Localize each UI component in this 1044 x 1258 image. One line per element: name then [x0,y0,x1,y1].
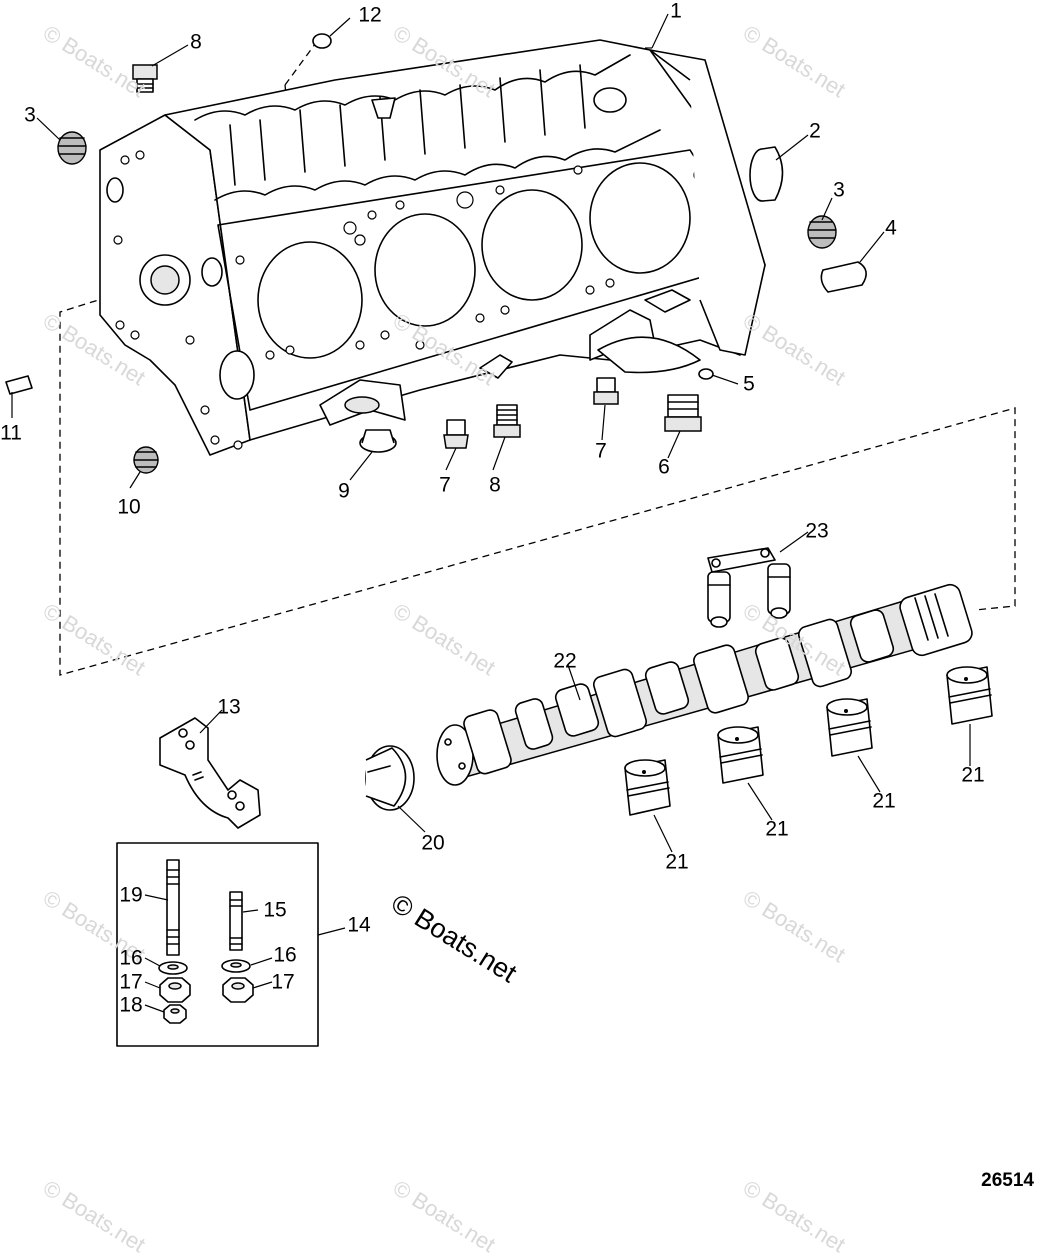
pin-icon [5,375,33,395]
dowel-pin-icon [820,261,867,293]
engine-block-icon [99,39,766,456]
callout-15: 15 [263,898,287,922]
callout-7-left: 7 [439,473,451,497]
callout-21-a: 21 [665,850,689,874]
stud-icon [166,859,180,956]
camshaft-icon [436,583,973,786]
cam-bearing-icon [365,745,415,811]
callout-8-top: 8 [190,30,202,54]
callout-11: 11 [0,421,22,445]
diagram-drawing [5,13,1016,1047]
washer-icon [158,959,251,975]
callout-21-b: 21 [765,817,789,841]
callout-23: 23 [805,519,829,543]
callout-17-right: 17 [271,970,295,994]
callout-4: 4 [885,216,897,240]
pipe-plug-icon [807,215,837,249]
callout-9: 9 [338,479,350,503]
callout-18: 18 [119,993,143,1017]
callout-10: 10 [117,495,141,519]
callout-1: 1 [670,0,682,23]
callout-12: 12 [358,3,382,27]
callout-3-left: 3 [24,103,36,127]
assembly-boundary [59,296,1016,676]
callout-17-left: 17 [119,970,143,994]
kit-box [116,842,319,1047]
callout-16-left: 16 [119,946,143,970]
callout-22: 22 [553,649,577,673]
callout-21-c: 21 [872,789,896,813]
callout-20: 20 [421,831,445,855]
callout-14: 14 [347,913,371,937]
lifter-guide-icon [707,547,791,628]
callout-8-bottom: 8 [489,473,501,497]
figure-number: 26514 [981,1170,1034,1191]
callout-5: 5 [743,372,755,396]
nut-icon [159,977,254,1024]
rear-plug-icon [749,146,784,202]
callout-6: 6 [658,455,670,479]
main-cap-icon [159,717,261,829]
callout-13: 13 [217,695,241,719]
callout-7-right: 7 [595,439,607,463]
callout-21-d: 21 [961,763,985,787]
callout-3-right: 3 [833,178,845,202]
callout-16-right: 16 [273,943,297,967]
callout-2: 2 [809,119,821,143]
plug-icon [132,64,158,93]
callout-19: 19 [119,883,143,907]
